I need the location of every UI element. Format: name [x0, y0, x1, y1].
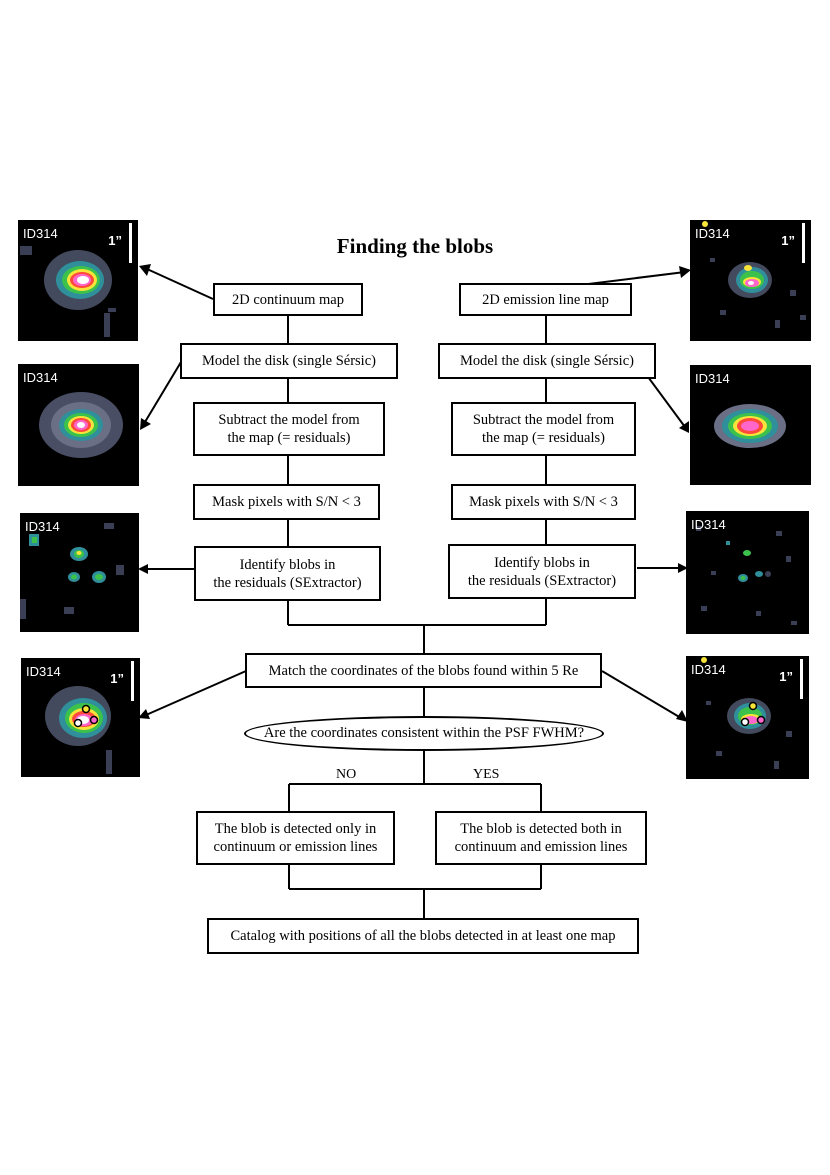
- continuum-blobs-panel: ID314 1”: [21, 658, 140, 777]
- scale-label: 1”: [779, 669, 793, 684]
- emission-model-image: [714, 404, 786, 448]
- identify-blobs-right-box: Identify blobs in the residuals (SExtrac…: [448, 544, 636, 599]
- psf-consistency-decision: Are the coordinates consistent within th…: [244, 716, 604, 751]
- emission-model-panel: ID314: [690, 365, 811, 485]
- emission-map-panel: ID314 1”: [690, 220, 811, 341]
- mask-pixels-left-box: Mask pixels with S/N < 3: [193, 484, 380, 520]
- panel-id-label: ID314: [691, 662, 726, 677]
- scale-bar: [800, 659, 803, 699]
- emission-residual-image: [696, 526, 797, 625]
- panel-id-label: ID314: [691, 517, 726, 532]
- emission-map-box: 2D emission line map: [459, 283, 632, 316]
- subtract-model-right-box: Subtract the model from the map (= resid…: [451, 402, 636, 456]
- model-disk-right-box: Model the disk (single Sérsic): [438, 343, 656, 379]
- scale-label: 1”: [108, 233, 122, 248]
- yes-branch-label: YES: [473, 767, 500, 782]
- scale-bar: [129, 223, 132, 263]
- model-disk-left-box: Model the disk (single Sérsic): [180, 343, 398, 379]
- continuum-map-panel: ID314 1”: [18, 220, 138, 341]
- emission-blobs-panel: ID314 1”: [686, 656, 809, 779]
- scale-bar: [802, 223, 805, 263]
- continuum-residual-panel: ID314: [20, 513, 139, 632]
- match-coordinates-box: Match the coordinates of the blobs found…: [245, 653, 602, 688]
- panel-id-label: ID314: [25, 519, 60, 534]
- continuum-model-panel: ID314: [18, 364, 139, 486]
- panel-id-label: ID314: [26, 664, 61, 679]
- identify-blobs-left-box: Identify blobs in the residuals (SExtrac…: [194, 546, 381, 601]
- continuum-model-image: [39, 392, 123, 458]
- emission-map-image: [702, 221, 806, 328]
- scale-bar: [131, 661, 134, 701]
- final-catalog-box: Catalog with positions of all the blobs …: [207, 918, 639, 954]
- scale-label: 1”: [781, 233, 795, 248]
- detected-both-maps-box: The blob is detected both in continuum a…: [435, 811, 647, 865]
- continuum-map-image: [20, 246, 116, 337]
- subtract-model-left-box: Subtract the model from the map (= resid…: [193, 402, 385, 456]
- mask-pixels-right-box: Mask pixels with S/N < 3: [451, 484, 636, 520]
- panel-id-label: ID314: [23, 226, 58, 241]
- panel-id-label: ID314: [23, 370, 58, 385]
- panel-id-label: ID314: [695, 226, 730, 241]
- continuum-blobs-image: [45, 686, 112, 774]
- continuum-map-box: 2D continuum map: [213, 283, 363, 316]
- scale-label: 1”: [110, 671, 124, 686]
- panel-id-label: ID314: [695, 371, 730, 386]
- diagram-title: Finding the blobs: [336, 234, 494, 258]
- continuum-residual-image: [20, 523, 124, 619]
- no-branch-label: NO: [336, 767, 357, 782]
- detected-one-map-box: The blob is detected only in continuum o…: [196, 811, 395, 865]
- emission-blobs-image: [701, 657, 792, 769]
- emission-residual-panel: ID314: [686, 511, 809, 634]
